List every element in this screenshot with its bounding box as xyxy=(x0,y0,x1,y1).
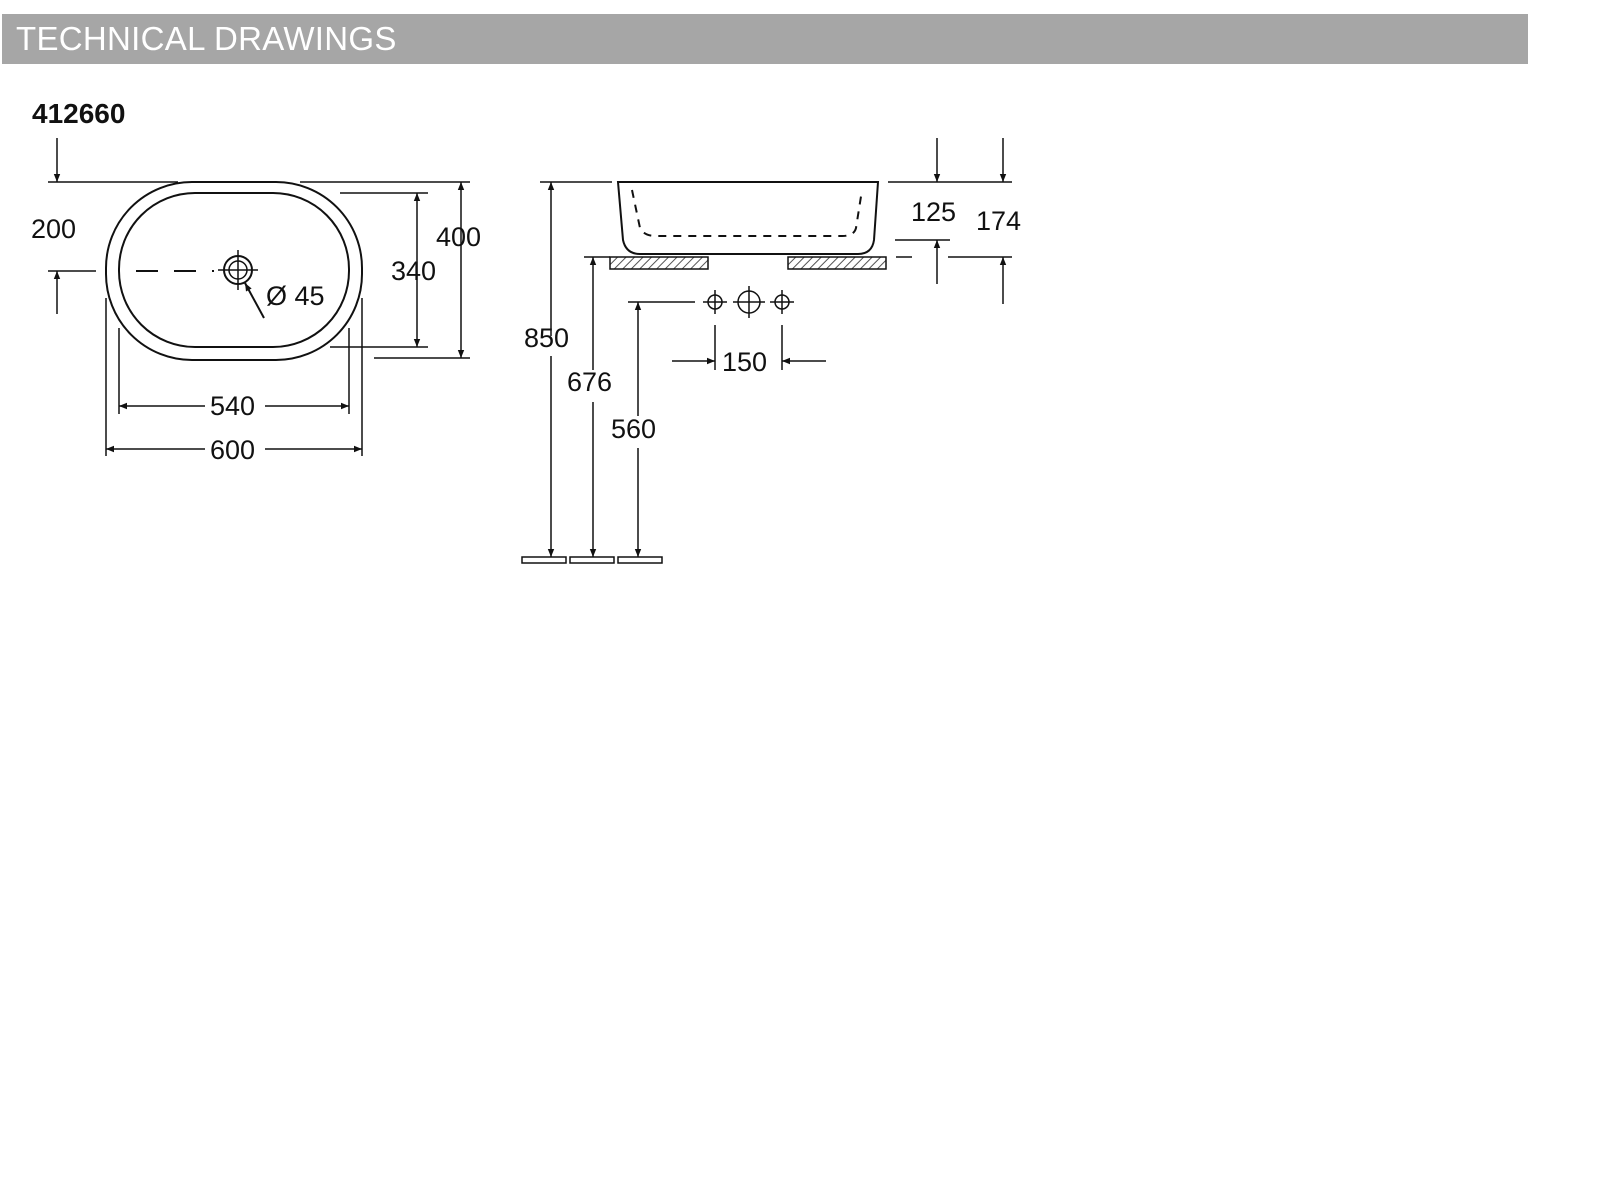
dim-label-174: 174 xyxy=(976,206,1021,236)
dim-label-676: 676 xyxy=(567,367,612,397)
drain-icon xyxy=(218,250,258,290)
dim-label-850: 850 xyxy=(524,323,569,353)
floor-block-2 xyxy=(569,556,615,564)
tap-hole-left-icon xyxy=(703,290,727,314)
dim-label-125: 125 xyxy=(911,197,956,227)
plan-view xyxy=(48,138,470,456)
dim-label-drain-diameter: Ø 45 xyxy=(266,281,325,311)
dim-label-400: 400 xyxy=(436,222,481,252)
floor-block-1 xyxy=(521,556,567,564)
dim-label-560: 560 xyxy=(611,414,656,444)
dim-label-150: 150 xyxy=(722,347,767,377)
drain-leader xyxy=(244,282,265,319)
basin-side-profile xyxy=(616,181,880,255)
tap-hole-right-icon xyxy=(770,290,794,314)
counter-slab-left xyxy=(609,256,709,270)
basin-inner-bowl xyxy=(118,192,350,348)
dim-label-200: 200 xyxy=(31,214,76,244)
header-bar: TECHNICAL DRAWINGS xyxy=(2,14,1528,64)
floor-block-3 xyxy=(617,556,663,564)
basin-inner-dashed xyxy=(631,189,863,237)
header-title: TECHNICAL DRAWINGS xyxy=(16,20,397,57)
dim-label-340: 340 xyxy=(391,256,436,286)
dim-label-600: 600 xyxy=(210,435,255,465)
side-view xyxy=(521,138,1012,564)
basin-outer-rim xyxy=(105,181,363,361)
tap-hole-centre-icon xyxy=(733,286,765,318)
article-number: 412660 xyxy=(32,98,126,129)
dim-label-540: 540 xyxy=(210,391,255,421)
counter-slab-right xyxy=(787,256,887,270)
